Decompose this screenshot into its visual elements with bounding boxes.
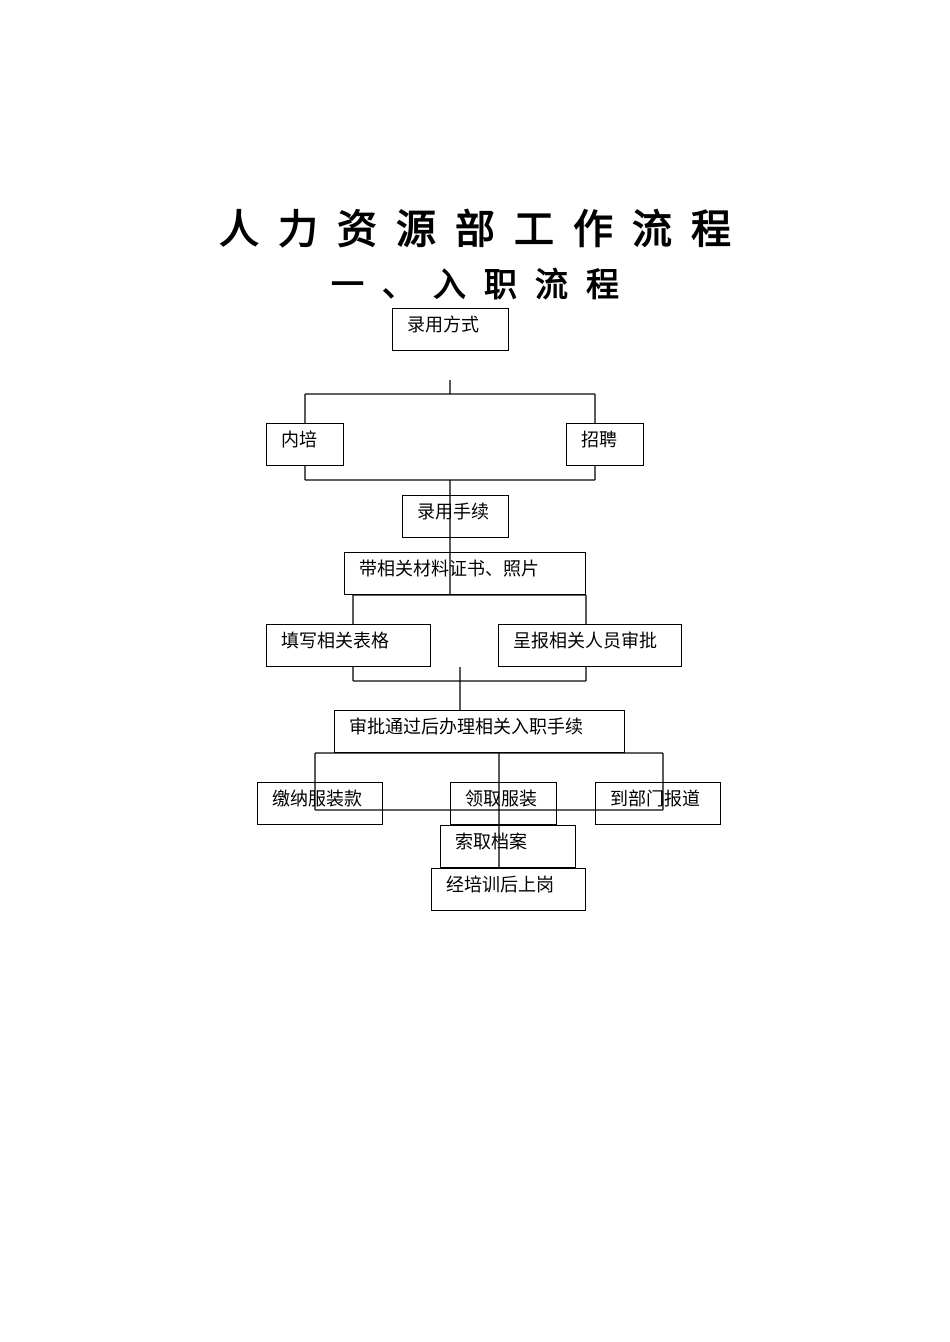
node-bring-documents: 带相关材料证书、照片 [344, 552, 586, 595]
section-title: 一、入职流程 [331, 265, 637, 304]
node-internal-training: 内培 [266, 423, 344, 466]
node-fill-forms: 填写相关表格 [266, 624, 431, 667]
node-submit-approval: 呈报相关人员审批 [498, 624, 682, 667]
node-label: 内培 [281, 430, 317, 451]
node-report-department: 到部门报道 [595, 782, 721, 825]
node-label: 经培训后上岗 [446, 875, 554, 896]
node-label: 领取服装 [465, 789, 537, 810]
node-label: 带相关材料证书、照片 [359, 559, 539, 580]
node-label: 索取档案 [455, 832, 527, 853]
node-label: 录用方式 [407, 315, 479, 336]
node-label: 填写相关表格 [281, 631, 389, 652]
page-title: 人力资源部工作流程 [219, 207, 750, 253]
node-label: 录用手续 [417, 502, 489, 523]
node-label: 招聘 [581, 430, 617, 451]
node-request-file: 索取档案 [440, 825, 576, 868]
node-label: 审批通过后办理相关入职手续 [349, 717, 583, 738]
node-label: 呈报相关人员审批 [513, 631, 657, 652]
node-hiring-procedure: 录用手续 [402, 495, 509, 538]
node-pay-uniform: 缴纳服装款 [257, 782, 383, 825]
node-after-approval: 审批通过后办理相关入职手续 [334, 710, 625, 753]
node-get-uniform: 领取服装 [450, 782, 557, 825]
node-recruitment: 招聘 [566, 423, 644, 466]
node-label: 缴纳服装款 [272, 789, 362, 810]
node-label: 到部门报道 [610, 789, 700, 810]
node-training-onboard: 经培训后上岗 [431, 868, 586, 911]
node-hire-method: 录用方式 [392, 308, 509, 351]
